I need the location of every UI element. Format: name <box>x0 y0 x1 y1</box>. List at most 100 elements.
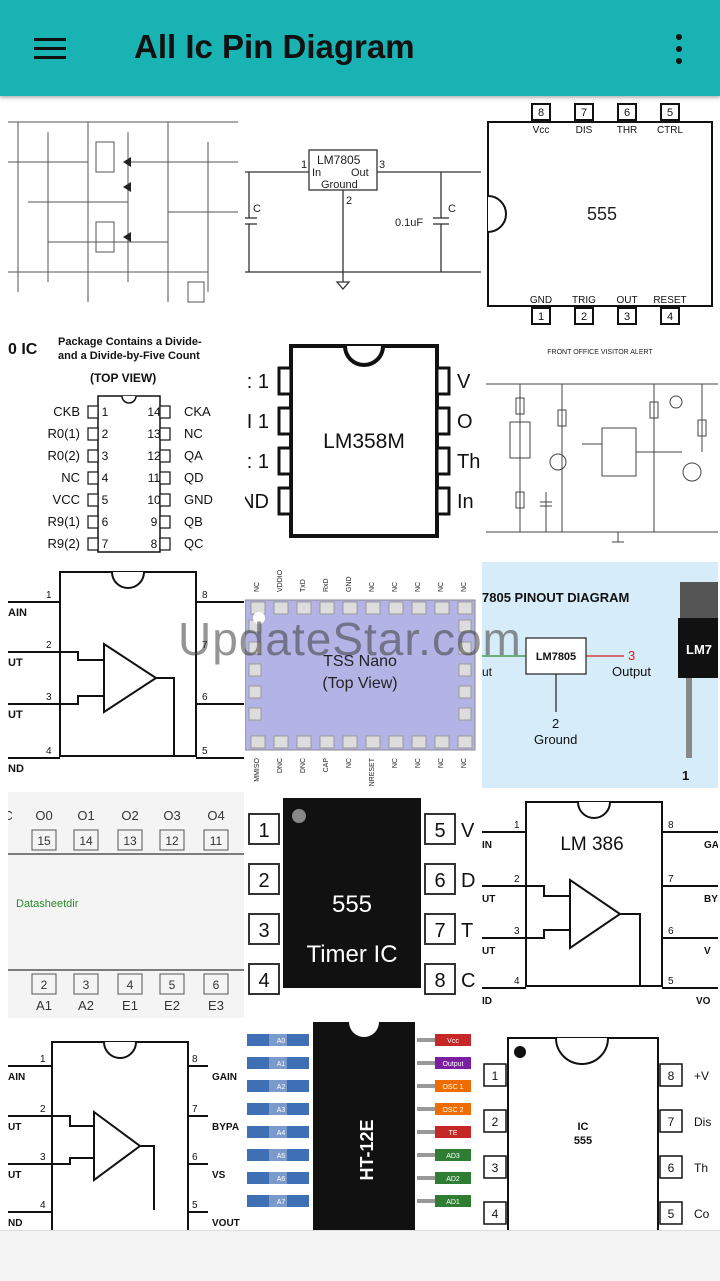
label-trig: TRIG <box>572 295 596 306</box>
right-label-gain: GAIN <box>212 1072 237 1083</box>
label-ctrl: CTRL <box>657 125 684 136</box>
more-options-icon[interactable] <box>664 30 694 68</box>
right-num-5: 5 <box>668 1207 675 1221</box>
diagram-tile-lm386[interactable]: LM 386 IN UT UT ID GA BY V VO 1 2 3 4 8 … <box>482 792 718 1018</box>
bottom-label-e2: E2 <box>164 998 180 1013</box>
right-pin-label: AD1 <box>446 1199 460 1206</box>
right-num-6: 6 <box>434 870 445 892</box>
decoder-pinout-thumbnail: C O0 O1 O2 O3 O4 15 14 13 12 11 2 3 4 5 … <box>8 792 244 1018</box>
left-pin-bar <box>247 1057 309 1069</box>
side-pad <box>248 641 262 655</box>
op-amp-2-pinout-thumbnail: AIN UT UT ND GAIN BYPA VS VOUT 1 2 3 4 8… <box>8 1041 240 1230</box>
right-label-6: Th <box>694 1161 708 1175</box>
left-pin-bar <box>247 1034 309 1046</box>
diagram-tile-555-timer[interactable]: 1 2 3 4 5 6 7 8 V D T C 555 Timer IC <box>245 792 481 1018</box>
left-pin-tab <box>269 1057 287 1069</box>
left-pin-label: A7 <box>277 1199 286 1206</box>
left-num-4: 4 <box>514 976 520 987</box>
right-num-8: 8 <box>192 1054 198 1065</box>
right-pin-box <box>159 427 171 441</box>
cap-left-label: C <box>253 203 261 215</box>
left-num-3: 3 <box>492 1161 499 1175</box>
menu-icon[interactable] <box>30 34 70 64</box>
diagram-tile-lm358m[interactable]: LM358M : 1 I 1 : 1 ND V O Th In <box>245 332 481 558</box>
diagram-tile-visitor-alert[interactable]: FRONT OFFICE VISITOR ALERT <box>482 332 718 558</box>
right-pin-box <box>159 537 171 551</box>
diagram-tile-lm7805-circuit[interactable]: LM7805 In Out Ground 1 2 3 C C 0.1uF <box>245 102 481 328</box>
schematic-thumbnail <box>8 121 238 303</box>
bottom-pin-2: DNC <box>277 758 284 773</box>
diagram-tile-op-amp[interactable]: AIN UT UT ND 1 2 3 4 8 7 6 5 <box>8 562 244 788</box>
diagram-tile-555[interactable]: 8 7 6 5 1 2 3 4 Vcc DIS THR CTRL GND TRI… <box>482 102 718 328</box>
left-pin-tab <box>269 1172 287 1184</box>
right-pin-bar <box>435 1103 471 1115</box>
pin-1-label: 1 <box>682 768 689 783</box>
left-num-3: 3 <box>40 1152 46 1163</box>
right-pin-lead <box>417 1199 435 1203</box>
left-pin-label: A4 <box>277 1130 286 1137</box>
desc-line-2: and a Divide-by-Five Count <box>58 350 200 362</box>
right-label-14: CKA <box>184 404 211 419</box>
side-pad <box>248 685 262 699</box>
diagram-grid: LM7805 In Out Ground 1 2 3 C C 0.1uF 8 <box>0 98 720 1230</box>
bottom-pad <box>342 735 358 749</box>
right-label-8: +V <box>694 1069 709 1083</box>
right-pin-label: Output <box>442 1061 463 1068</box>
chip-label-555: 555 <box>574 1135 592 1147</box>
diagram-tile-decoder[interactable]: C O0 O1 O2 O3 O4 15 14 13 12 11 2 3 4 5 … <box>8 792 244 1018</box>
left-label-7: R9(2) <box>47 536 80 551</box>
diagram-tile-ic555[interactable]: 1 2 3 4 8 7 6 5 +V Dis Th Co IC 555 <box>482 1022 718 1230</box>
side-pad <box>458 663 472 677</box>
pin-8: 8 <box>538 107 544 119</box>
diagram-tile-counter[interactable]: 0 IC Package Contains a Divide- and a Di… <box>8 332 244 558</box>
top-pin-labels: NC VDDIO TxD RxD GND NC NC NC NC NC <box>254 569 468 592</box>
right-num-13: 13 <box>147 427 161 441</box>
left-num-2: 2 <box>514 874 520 885</box>
top-label-1: O0 <box>35 808 52 823</box>
chip-label: LM 386 <box>560 834 623 855</box>
left-pin-bar <box>247 1149 309 1161</box>
side-pad <box>458 707 472 721</box>
right-label-6: D <box>461 870 475 892</box>
left-label-6: R9(1) <box>47 514 80 529</box>
left-label-3: : 1 <box>247 451 269 473</box>
top-label-3: O2 <box>121 808 138 823</box>
bottom-num-5: 5 <box>169 978 176 992</box>
top-pin-6: NC <box>369 582 376 592</box>
bottom-num-6: 6 <box>213 978 220 992</box>
top-pad <box>457 601 473 615</box>
right-label-8: QC <box>184 536 204 551</box>
cap-right-label: C <box>448 203 456 215</box>
counter-pin-boxes <box>87 405 171 551</box>
left-num-1: 1 <box>46 590 52 601</box>
left-label-2: UT <box>8 1122 21 1133</box>
left-label-1: AIN <box>8 1072 25 1083</box>
left-label-3: UT <box>8 1170 21 1181</box>
side-pad <box>458 685 472 699</box>
right-pin-bar <box>435 1034 471 1046</box>
left-pin-label: A5 <box>277 1153 286 1160</box>
chip-label: LM7805 <box>317 153 361 167</box>
lm7805-circuit-thumbnail: LM7805 In Out Ground 1 2 3 C C 0.1uF <box>245 149 481 290</box>
right-pin-lead <box>417 1176 435 1180</box>
diagram-tile-schematic[interactable] <box>8 102 244 328</box>
visitor-alert-thumbnail: FRONT OFFICE VISITOR ALERT <box>486 349 718 543</box>
right-label-11: QD <box>184 470 204 485</box>
left-label-2: UT <box>482 894 495 905</box>
chip-label: LM358M <box>323 430 405 453</box>
left-label-1: CKB <box>53 404 80 419</box>
right-pin-box <box>159 493 171 507</box>
pin-in-label: In <box>312 167 321 179</box>
diagram-tile-op-amp-2[interactable]: AIN UT UT ND GAIN BYPA VS VOUT 1 2 3 4 8… <box>8 1022 244 1230</box>
diagram-tile-7805-pinout[interactable]: 7805 PINOUT DIAGRAM LM7805 ut 3 Output 2… <box>482 562 718 788</box>
watermark-label: Datasheetdir <box>16 898 79 910</box>
right-num-5: 5 <box>202 746 208 757</box>
left-pin-box <box>87 471 99 485</box>
diagram-tile-tss-nano[interactable]: TSS Nano (Top View) NC VDDIO TxD RxD GND… <box>245 562 481 788</box>
left-label-2: UT <box>8 657 23 669</box>
right-label-5: VO <box>696 996 711 1007</box>
top-pin-7: NC <box>392 582 399 592</box>
chip-label-ic: IC <box>578 1121 589 1133</box>
